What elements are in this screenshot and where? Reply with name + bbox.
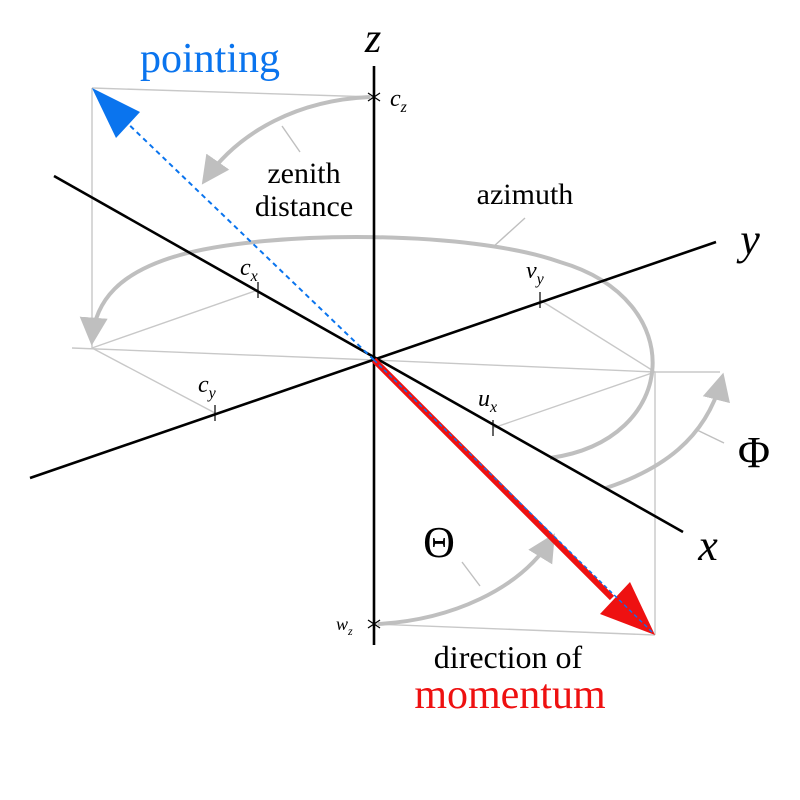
x-axis (53, 174, 684, 534)
x-axis-label: x (697, 521, 718, 570)
theta-label: Θ (423, 518, 455, 567)
theta-leader (461, 561, 481, 587)
direction-of-label: direction of (434, 639, 583, 675)
y-axis-label: y (736, 215, 760, 264)
phi-arc (605, 372, 730, 490)
guide-lines (71, 87, 720, 636)
cz-label: cz (390, 86, 408, 116)
pointing-vector (92, 88, 375, 361)
azimuth-arc (79, 235, 655, 460)
momentum-label: momentum (414, 672, 606, 718)
cy-label: cy (198, 372, 217, 402)
zenith-label-line2: distance (255, 190, 353, 223)
zenith-arc (201, 95, 371, 185)
tick-marks (214, 92, 541, 629)
phi-leader (696, 429, 725, 444)
momentum-vector (371, 357, 655, 635)
azimuth-label: azimuth (477, 178, 574, 211)
phi-label: Φ (738, 428, 770, 477)
axes (29, 66, 717, 645)
azimuth-leader (492, 217, 526, 248)
zenith-leader (281, 125, 301, 153)
pointing-label: pointing (140, 36, 280, 82)
cx-label: cx (240, 255, 258, 285)
wz-label: wz (336, 614, 353, 638)
zenith-label-line1: zenith (267, 157, 340, 190)
z-axis-label: z (364, 16, 381, 62)
vy-label: vy (526, 258, 545, 288)
theta-arc (377, 533, 555, 626)
ux-label: ux (478, 386, 497, 416)
